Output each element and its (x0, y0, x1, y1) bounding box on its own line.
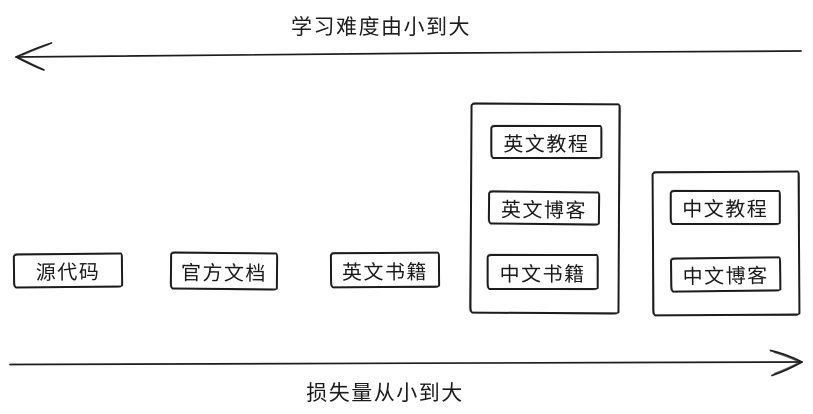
loss-axis-label: 损失量从小到大 (306, 382, 464, 405)
node-official-docs: 官方文档 (169, 251, 279, 291)
node-source-code: 源代码 (12, 252, 124, 289)
right-arrow (9, 349, 803, 377)
difficulty-axis-label: 学习难度由小到大 (291, 16, 471, 39)
node-chinese-tutorials: 中文教程 (669, 189, 781, 226)
group-box-english-and-chinese-books: 英文教程 英文博客 中文书籍 (469, 102, 621, 315)
group-box-chinese-tutorials-blogs: 中文教程 中文博客 (651, 170, 801, 317)
node-english-books: 英文书籍 (329, 251, 441, 289)
node-chinese-books: 中文书籍 (486, 253, 599, 291)
left-arrow (15, 42, 802, 71)
node-english-tutorials: 英文教程 (490, 124, 603, 160)
node-chinese-blogs: 中文博客 (669, 256, 782, 293)
node-english-blogs: 英文博客 (487, 190, 601, 226)
